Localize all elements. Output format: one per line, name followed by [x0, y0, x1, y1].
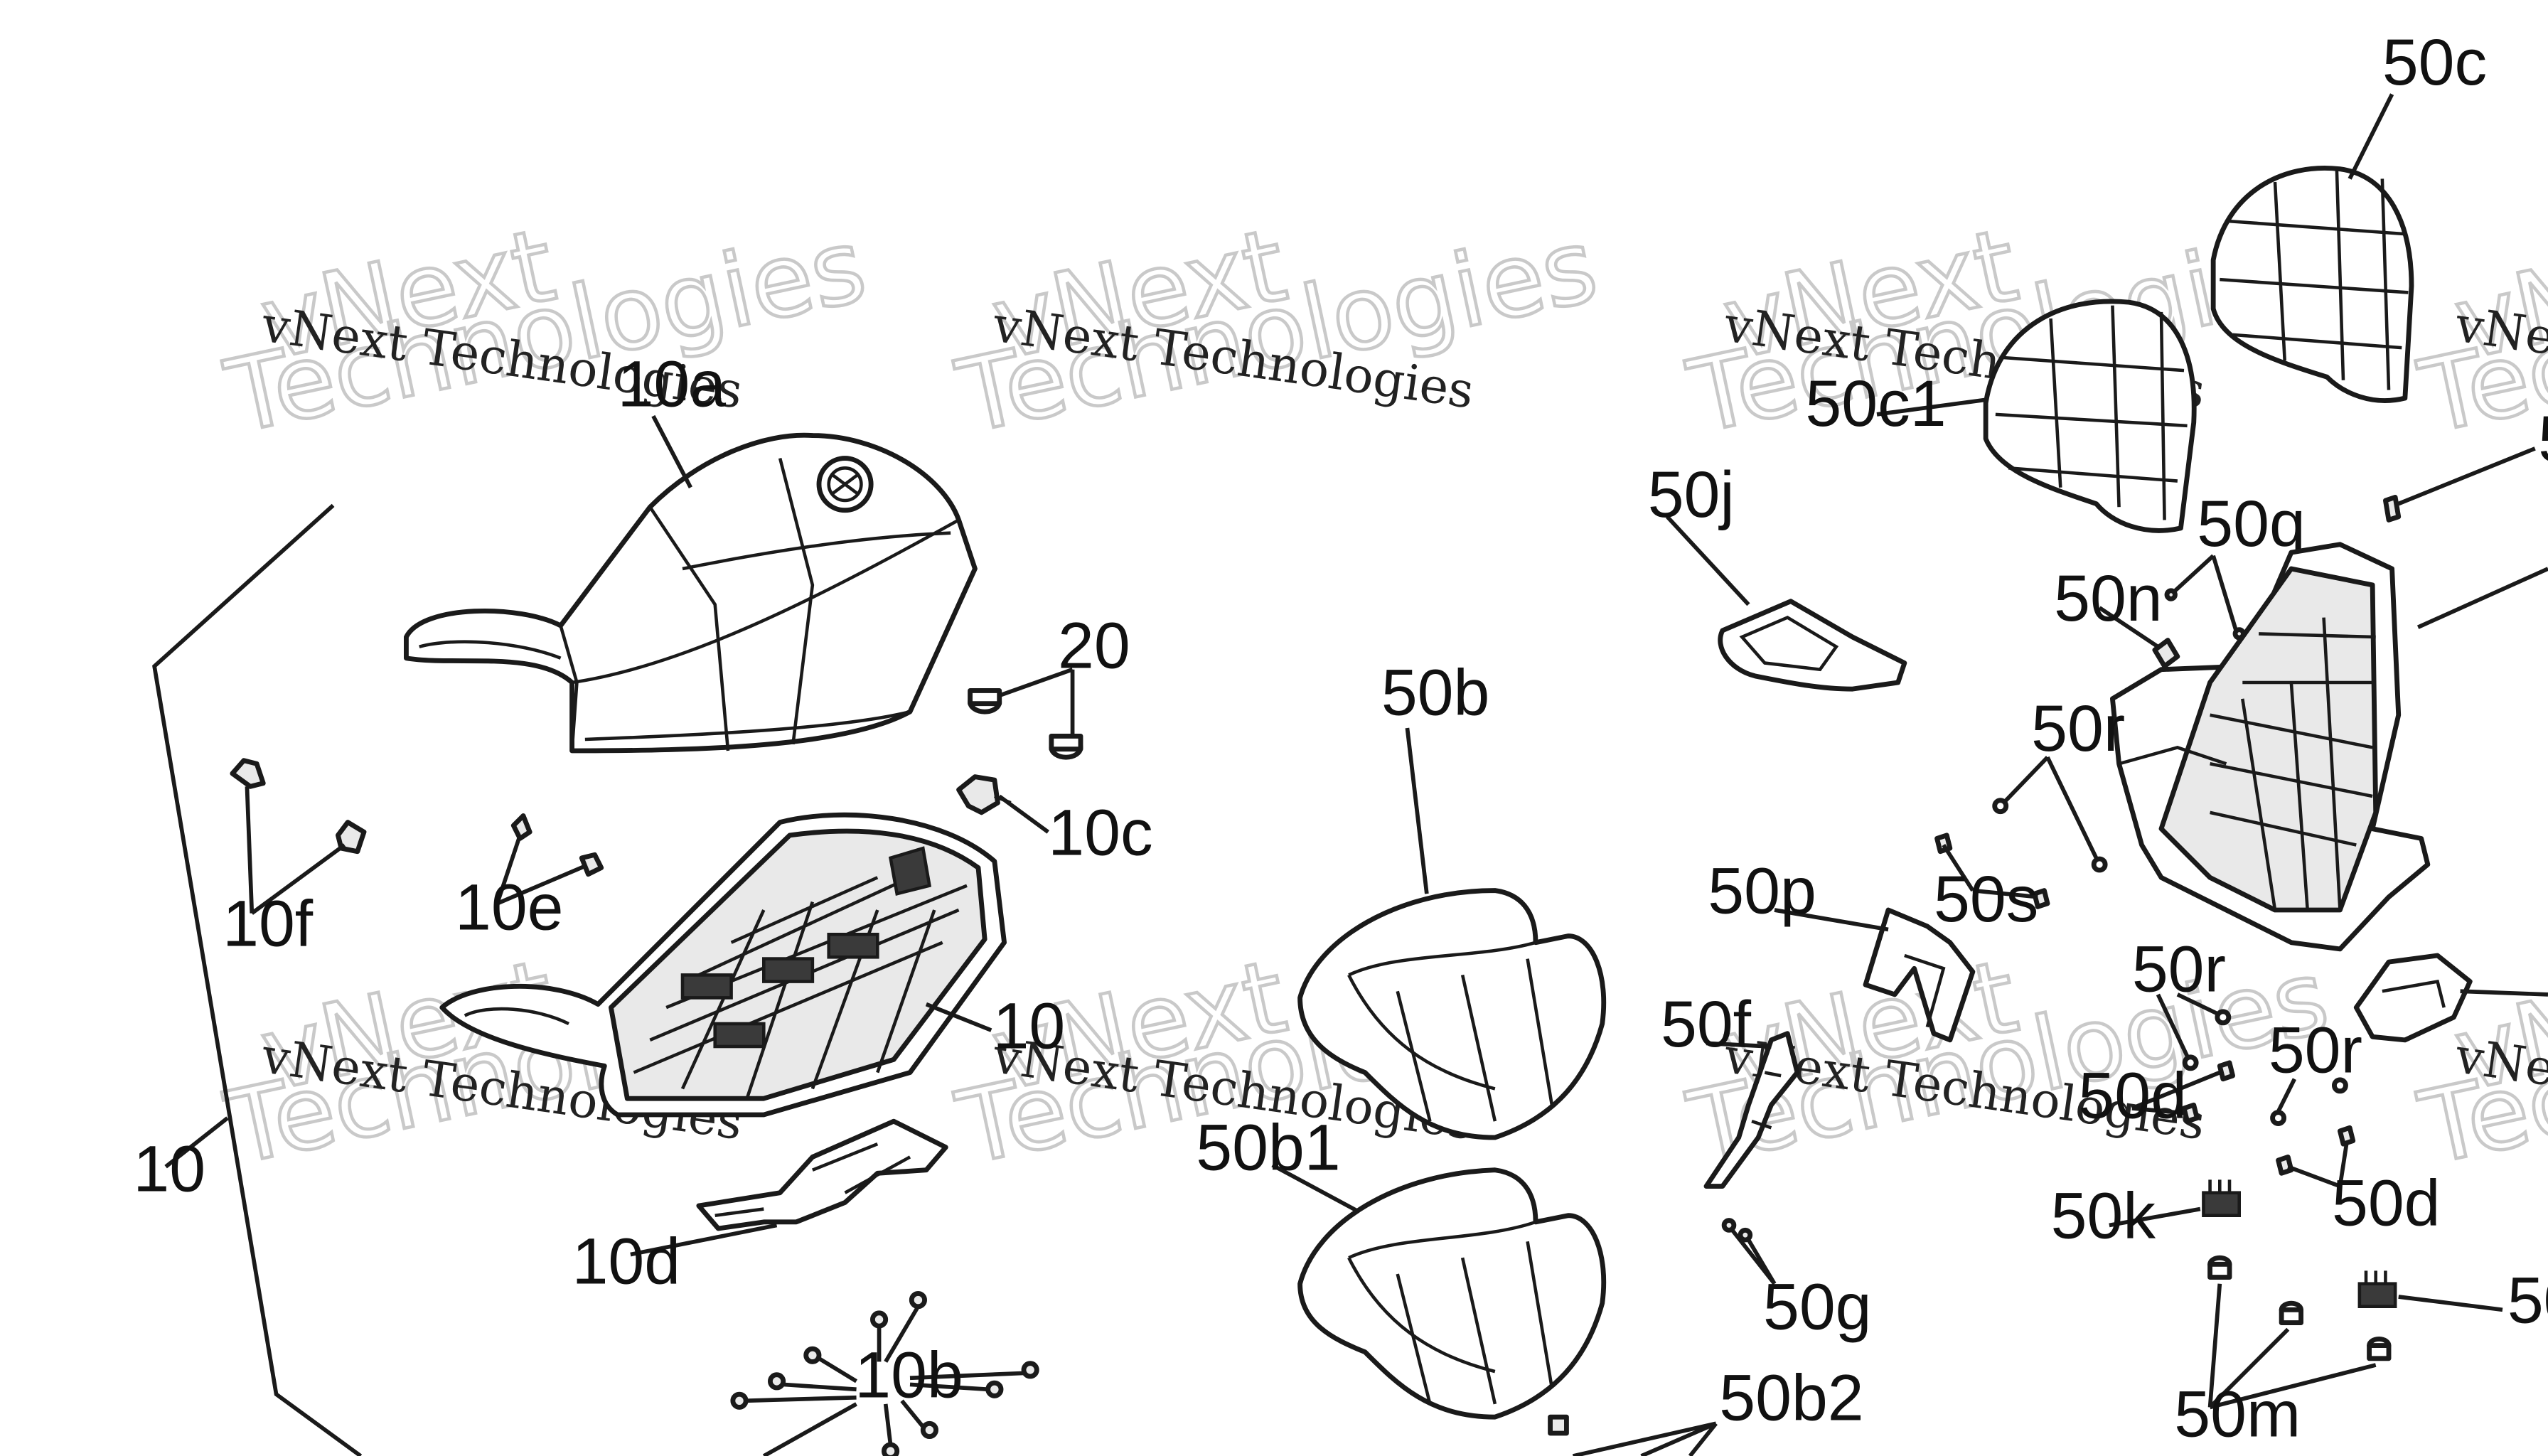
watermark-2: Technologies vNext vNext Technologies: [947, 205, 1608, 458]
label-10: 10: [993, 990, 1066, 1062]
label-50j: 50j: [1648, 459, 1735, 531]
label-50r-right: 50r: [2269, 1015, 2362, 1087]
label-50r-upper: 50r: [2031, 692, 2125, 765]
label-50h-cutoff: 50h: [2507, 1265, 2548, 1337]
part-50c-backrest: 50c: [2210, 26, 2487, 403]
label-50g: 50g: [1763, 1271, 1872, 1344]
assembly-bracket-10: 10: [133, 503, 363, 1456]
label-50q: 50q: [2197, 488, 2306, 560]
part-10a-seat-cover: 10a: [404, 348, 978, 754]
label-5-cutoff: 5: [2538, 403, 2548, 476]
part-10d-heat-shield: 10d: [572, 1118, 948, 1298]
label-10f: 10f: [223, 887, 314, 960]
part-10-seat-base: 10: [439, 812, 1066, 1118]
part-50k-connector: 50k: [2051, 1179, 2241, 1253]
part-20-grommets: 20: [968, 609, 1130, 760]
part-5x-cutoff-label: 5: [2382, 403, 2548, 523]
part-50p-panel: 50p: [1708, 855, 1976, 1043]
part-50b1-cushion: 50b1: [1196, 1112, 1607, 1420]
part-10b-nuts: 10b: [730, 1290, 1039, 1456]
label-50b: 50b: [1381, 657, 1490, 729]
label-50d-left: 50d: [2078, 1060, 2187, 1133]
part-10e-fasteners: 10e: [455, 813, 604, 943]
label-50c: 50c: [2382, 26, 2487, 99]
part-50b2-fastener: 50b2: [1548, 1362, 1864, 1456]
part-50d-screws-left: 50d: [2078, 1060, 2235, 1133]
label-50b1: 50b1: [1196, 1112, 1340, 1184]
label-50f: 50f: [1661, 988, 1752, 1061]
label-50c1: 50c1: [1805, 368, 1946, 440]
label-50n: 50n: [2054, 562, 2163, 635]
part-50j-handle: 50j: [1648, 459, 1907, 692]
part-50r-washers-mid: 50r: [2132, 933, 2232, 1071]
label-50m: 50m: [2174, 1379, 2301, 1451]
part-50s-screws: 50s: [1934, 833, 2050, 936]
label-50b2: 50b2: [1719, 1362, 1863, 1435]
part-50m-bumpers: 50m: [2174, 1255, 2392, 1451]
part-50c1-backrest: 50c1: [1805, 299, 2197, 533]
part-50d-screws-right: 50d: [2276, 1125, 2441, 1239]
part-50g-screws: 50g: [1721, 1218, 1872, 1344]
part-50n-clip: 50n: [2054, 562, 2180, 669]
part-50r-washers-right: 50r: [2269, 1015, 2362, 1126]
part-10f-clips: 10f: [223, 758, 367, 960]
part-10c-latch: 10c: [956, 774, 1153, 869]
part-50f-bracket: 50f: [1661, 988, 1800, 1189]
part-50-seat-frame: [2109, 542, 2548, 952]
label-50r-mid: 50r: [2132, 933, 2226, 1005]
label-50d-right: 50d: [2332, 1167, 2441, 1239]
part-50-handle-right: [2353, 953, 2548, 1043]
label-10a: 10a: [618, 348, 727, 420]
label-20: 20: [1058, 609, 1130, 682]
label-50s: 50s: [1934, 863, 2038, 936]
watermark-4: Technologies vNext vNext Technologies: [2409, 205, 2548, 458]
label-10d: 10d: [572, 1226, 681, 1298]
part-50h-connector: 50h: [2357, 1265, 2548, 1337]
watermark-1: Technologies vNext vNext Technologies: [215, 205, 877, 458]
part-50b-cushion: 50b: [1297, 657, 1607, 1140]
label-50k: 50k: [2051, 1180, 2156, 1253]
label-10e: 10e: [455, 871, 564, 943]
label-10c: 10c: [1048, 796, 1152, 869]
part-50q-screws: 50q: [2164, 488, 2306, 641]
label-10-bracket: 10: [133, 1133, 205, 1205]
label-50p: 50p: [1708, 855, 1816, 928]
part-50r-washers-upper: 50r: [1992, 692, 2125, 873]
label-10b: 10b: [855, 1339, 963, 1412]
